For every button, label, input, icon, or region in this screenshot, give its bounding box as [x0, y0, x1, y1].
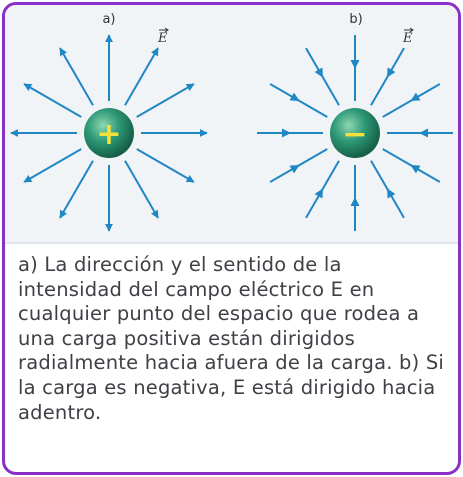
positive-charge-sphere [84, 108, 134, 158]
field-symbol-e-b: E [402, 31, 413, 46]
panel-a-positive-charge [10, 34, 208, 232]
electric-field-figure: a) b) E E + − [5, 5, 458, 242]
negative-sign: − [342, 117, 367, 152]
panel-b-label: b) [349, 12, 362, 27]
field-symbol-e-a: E [157, 31, 168, 46]
field-line-arrow [382, 148, 441, 183]
panel-a-field-symbol: E [157, 27, 169, 46]
field-line-arrow [136, 83, 195, 118]
negative-charge-sphere [330, 108, 380, 158]
field-line-arrow [269, 83, 328, 118]
panel-a-label: a) [102, 12, 115, 27]
field-line-arrow [370, 160, 405, 219]
field-line-arrow [382, 83, 441, 118]
panel-b-negative-charge [257, 35, 453, 231]
field-line-arrow [23, 148, 82, 183]
positive-sign: + [96, 117, 121, 152]
field-line-arrow [370, 47, 405, 106]
field-line-arrow [23, 83, 82, 118]
field-line-arrow [136, 148, 195, 183]
vector-arrowhead-icon [164, 27, 169, 33]
divider [5, 242, 458, 244]
vector-arrowhead-icon [409, 27, 414, 33]
figure-caption: a) La dirección y el sentido de la inten… [18, 253, 445, 424]
field-line-arrow [59, 160, 94, 219]
field-line-arrow [124, 160, 159, 219]
field-line-arrow [124, 47, 159, 106]
field-line-arrow [305, 160, 340, 219]
field-line-arrow [59, 47, 94, 106]
field-diagrams-svg: a) b) E E + − [10, 12, 453, 232]
panel-b-field-symbol: E [402, 27, 414, 46]
field-line-arrow [269, 148, 328, 183]
field-line-arrow [305, 47, 340, 106]
